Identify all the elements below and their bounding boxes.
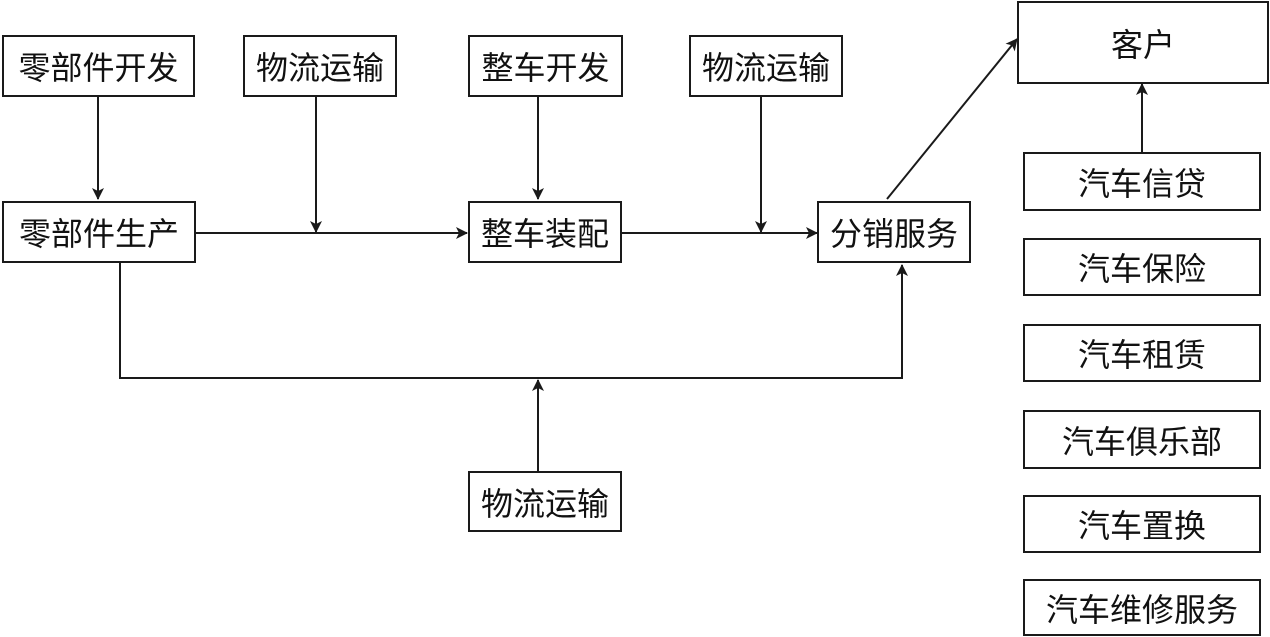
- node-logistics-bottom: 物流运输: [468, 471, 622, 532]
- service-auto-insurance: 汽车保险: [1023, 238, 1261, 296]
- service-auto-leasing: 汽车租赁: [1023, 324, 1261, 382]
- node-parts-production: 零部件生产: [2, 201, 196, 263]
- service-auto-replacement: 汽车置换: [1023, 495, 1261, 553]
- node-vehicle-development: 整车开发: [468, 35, 623, 97]
- service-auto-club: 汽车俱乐部: [1023, 410, 1261, 469]
- node-logistics-top-1: 物流运输: [243, 35, 397, 97]
- service-auto-credit: 汽车信贷: [1023, 152, 1261, 211]
- node-vehicle-assembly: 整车装配: [468, 201, 622, 263]
- node-parts-development: 零部件开发: [2, 35, 195, 97]
- node-customer: 客户: [1017, 1, 1269, 84]
- path-parts-prod-to-distribution: [119, 263, 908, 379]
- arrow-distribution-to-customer: [886, 38, 1018, 200]
- service-auto-repair: 汽车维修服务: [1023, 579, 1261, 636]
- node-distribution-service: 分销服务: [817, 201, 971, 263]
- node-logistics-top-2: 物流运输: [689, 35, 843, 97]
